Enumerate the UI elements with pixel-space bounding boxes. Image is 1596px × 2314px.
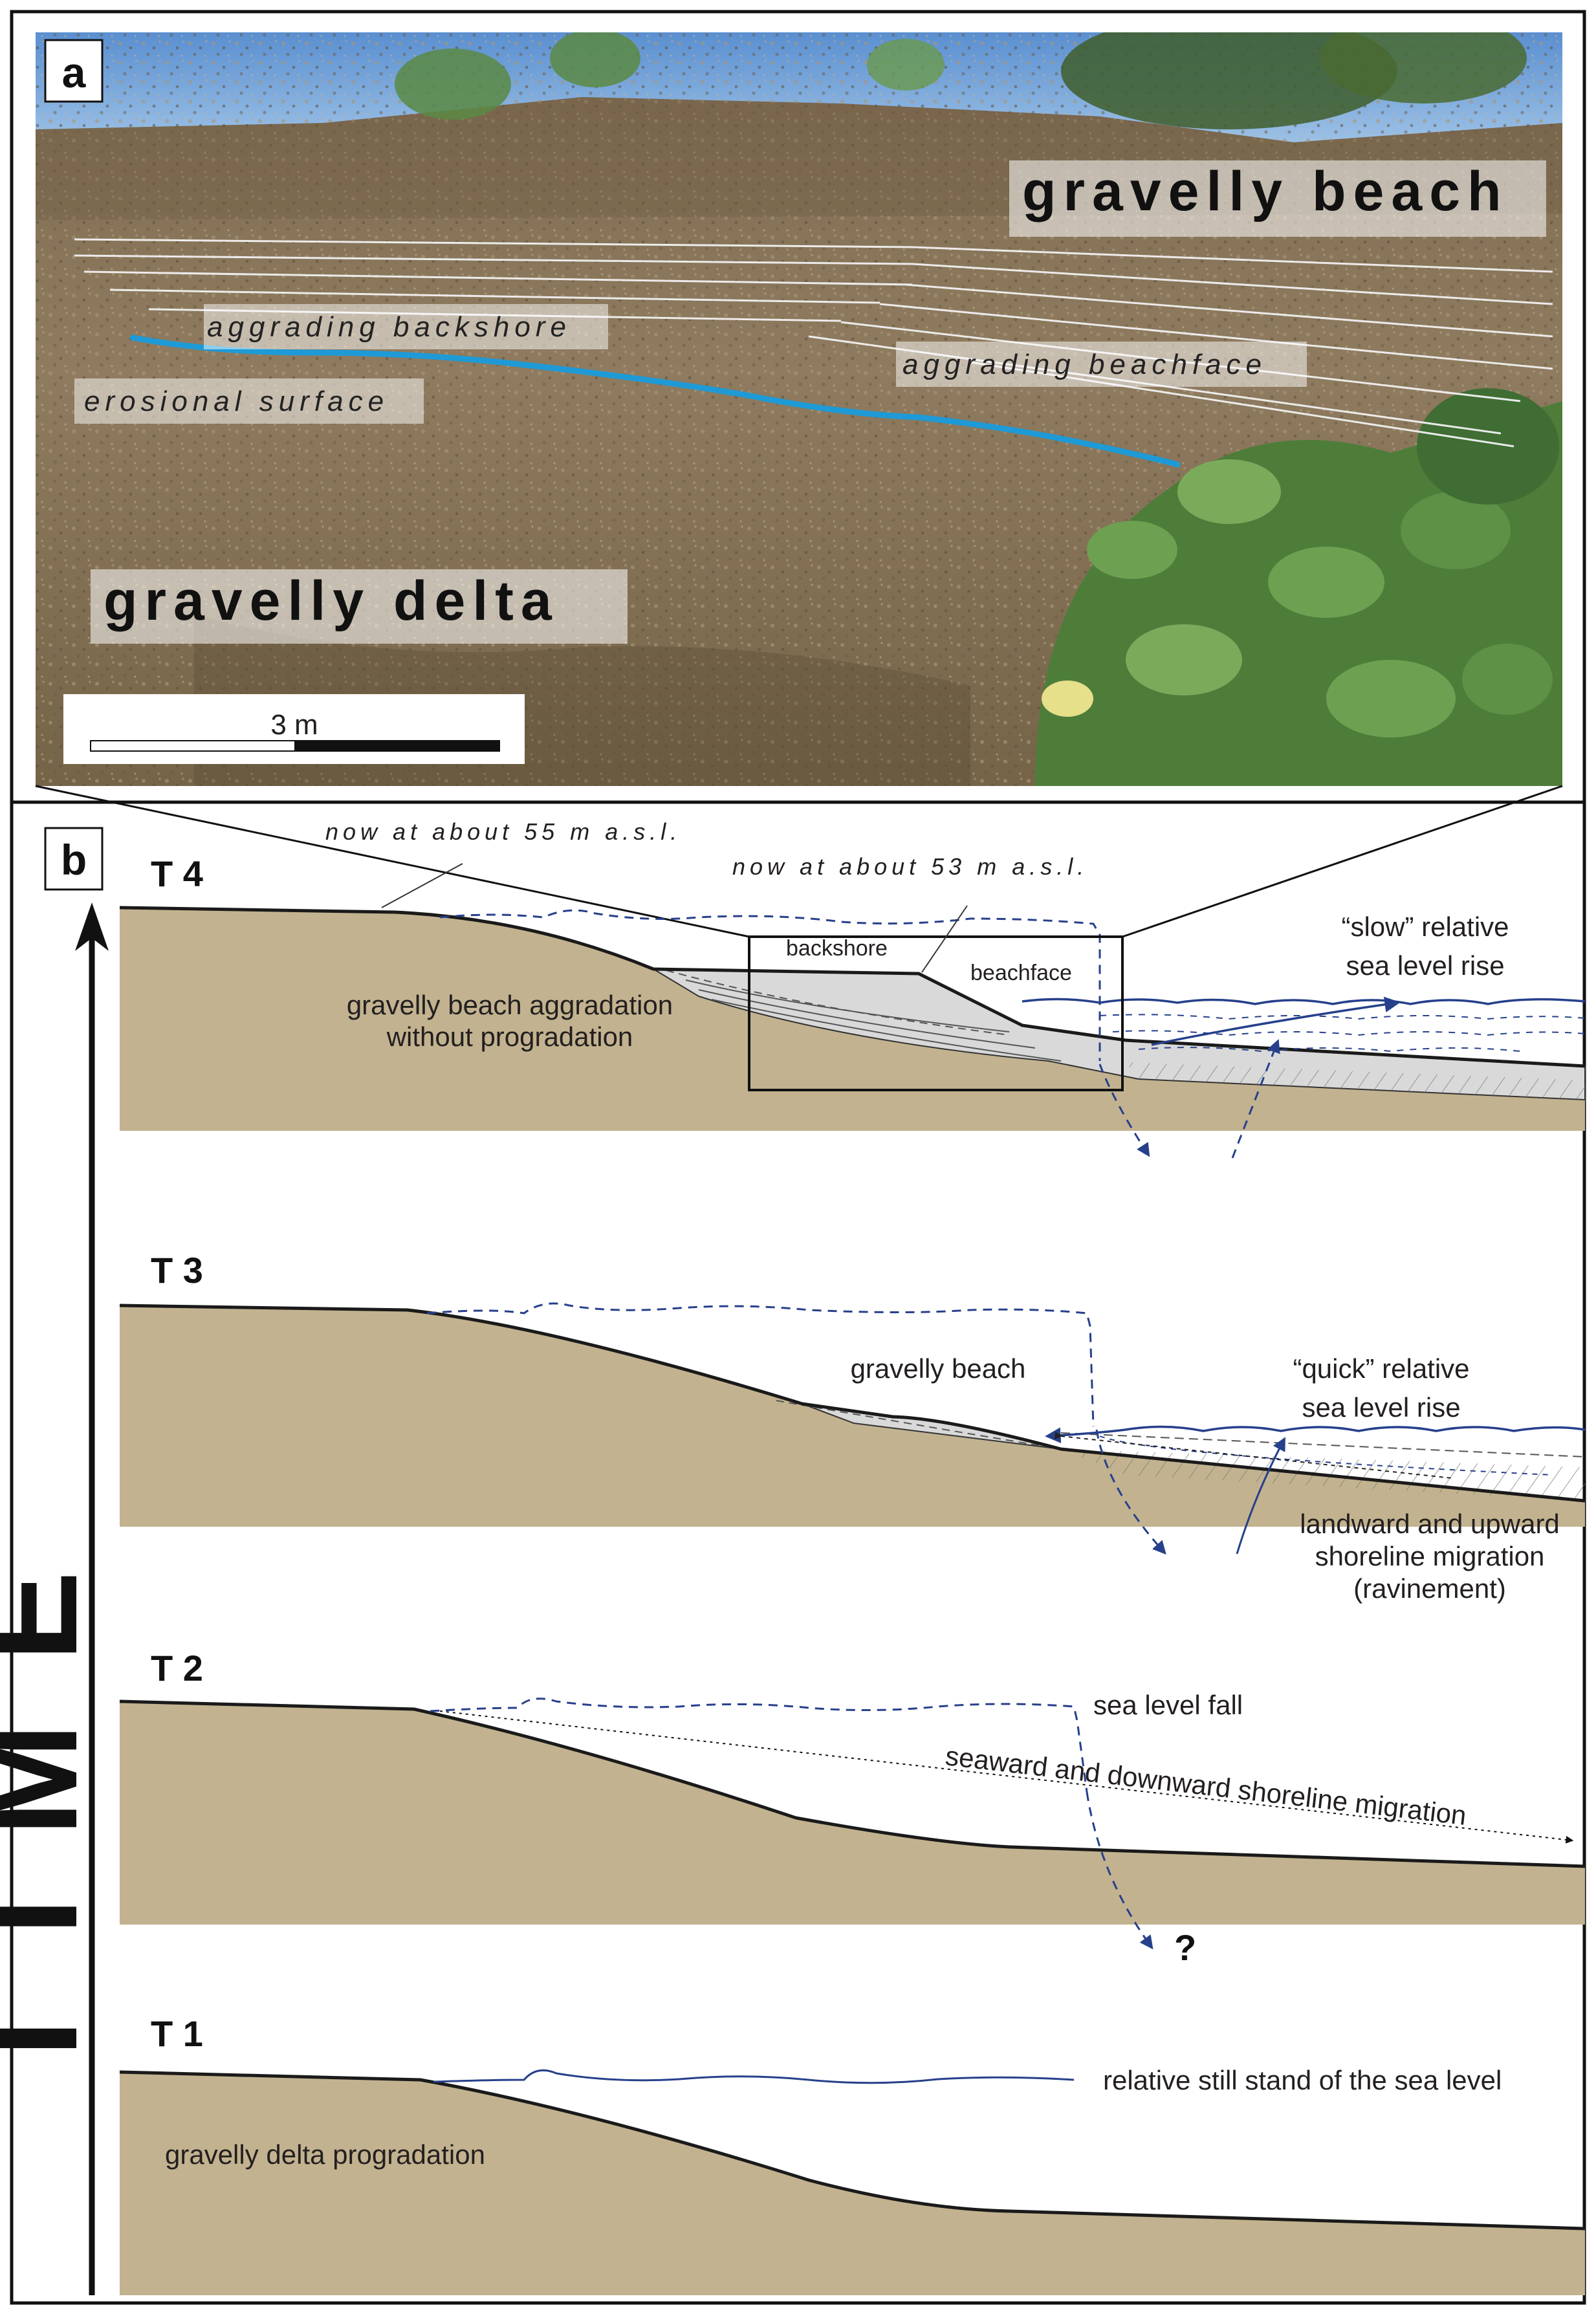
- t4-beachface-label: beachface: [970, 961, 1072, 985]
- stage-t4-label: T 4: [151, 853, 203, 894]
- label-aggrading-beachface: aggrading beachface: [902, 349, 1267, 380]
- time-axis-label: TIME: [0, 1509, 105, 2080]
- t1-caption: gravelly delta progradation: [165, 2139, 485, 2170]
- t3-old-shoreline: [1060, 1432, 1586, 1457]
- scale-bar-white: [90, 740, 296, 752]
- t4-leader-55: [381, 863, 463, 908]
- scale-bar-black: [294, 740, 500, 752]
- t4-hatched-deposit: [1126, 1062, 1585, 1100]
- t1-substrate: [120, 2072, 1585, 2295]
- stage-t1-label: T 1: [151, 2013, 203, 2054]
- t3-profile-outline: [119, 1304, 1586, 1503]
- label-bg-aggrading-beachface: [896, 342, 1307, 387]
- t4-internal-layers: [685, 979, 1062, 1062]
- label-bg-aggrading-backshore: [204, 304, 608, 349]
- t3-migration-line1: landward and upward: [1300, 1509, 1560, 1539]
- t1-still-stand-label: relative still stand of the sea level: [1103, 2065, 1502, 2095]
- scale-bar-label: 3 m: [270, 709, 318, 741]
- t4-sea-text-line1: “slow” relative: [1341, 911, 1509, 942]
- t3-migration-line3: (ravinement): [1353, 1573, 1506, 1604]
- stage-t4: T 4: [119, 818, 1586, 1159]
- t3-ravinement-dash: [1099, 1435, 1553, 1476]
- t2-fall-arrow: [1086, 1791, 1153, 1950]
- label-bg-gravelly-delta: [91, 569, 628, 644]
- panel-a-letter: a: [62, 49, 87, 96]
- t1-sea-level: [433, 2069, 1075, 2084]
- t3-migration-line2: shoreline migration: [1315, 1541, 1545, 1571]
- t2-sea-level-fall-label: sea level fall: [1093, 1690, 1243, 1720]
- t3-sea-text-line1: “quick” relative: [1293, 1353, 1469, 1384]
- t4-rise-arrow: [1231, 1039, 1280, 1159]
- t4-sea-text-line2: sea level rise: [1346, 950, 1504, 981]
- label-gravelly-beach: gravelly beach: [1022, 160, 1509, 223]
- panel-b-letter-box: [44, 827, 104, 891]
- zoom-line-left: [35, 785, 750, 938]
- sea-level-diagram: b TIME T 4: [0, 818, 1586, 2295]
- t3-sea-text-line2: sea level rise: [1302, 1392, 1460, 1423]
- t4-water-dashes: [1099, 1014, 1586, 1053]
- t4-leader-53: [921, 905, 968, 973]
- t4-zoom-box: [748, 935, 1124, 1091]
- label-gravelly-delta: gravelly delta: [104, 570, 559, 632]
- t2-substrate: [120, 1701, 1585, 1925]
- t4-old-sea-level: [439, 909, 1101, 1061]
- outcrop-photo: gravelly beach aggrading backshore aggra…: [36, 32, 1562, 786]
- t2-old-sea-level: [430, 1697, 1088, 1793]
- panel-b-frame: [10, 800, 1586, 2305]
- t3-landward-arrow: [1045, 1427, 1126, 1444]
- t4-annotation-55: now at about 55 m a.s.l.: [325, 818, 681, 845]
- t3-old-sea-level: [426, 1302, 1095, 1427]
- t4-caption-line1: gravelly beach aggradation: [347, 990, 673, 1020]
- zoom-line-right: [1122, 785, 1563, 938]
- t1-profile-outline: [119, 2070, 1586, 2231]
- t2-question-mark: ?: [1174, 1927, 1196, 1968]
- label-erosional-surface: erosional surface: [84, 386, 389, 417]
- stage-t3-label: T 3: [151, 1250, 203, 1291]
- time-axis-arrowhead: [75, 902, 109, 951]
- t3-dotted-migration: [1054, 1432, 1453, 1479]
- stage-t3: T 3 gravelly beach “quick” relative sea …: [119, 1250, 1586, 1604]
- t3-beach-label: gravelly beach: [851, 1353, 1026, 1384]
- t4-dashed-surface: [666, 970, 1010, 1036]
- t4-backshore-label: backshore: [786, 936, 888, 961]
- panel-a-letter-box: [44, 39, 104, 103]
- panel-b-letter: b: [61, 836, 87, 884]
- label-aggrading-backshore: aggrading backshore: [207, 311, 571, 343]
- t3-sea-level: [1125, 1425, 1586, 1432]
- label-bg-gravelly-beach: [1009, 160, 1546, 237]
- stage-t2-label: T 2: [151, 1648, 203, 1688]
- t2-migration-label: seaward and downward shoreline migration: [944, 1740, 1468, 1831]
- t4-landward-arrow: [1151, 996, 1401, 1046]
- t3-fall-arrow: [1095, 1429, 1166, 1555]
- t4-sea-level: [1022, 998, 1586, 1005]
- stage-t2: T 2 sea level fall seaward and downward …: [119, 1648, 1586, 1968]
- stage-t1: T 1 relative still stand of the sea leve…: [119, 2013, 1586, 2295]
- scale-bar-box: [63, 694, 525, 764]
- t3-rise-arrow: [1236, 1437, 1285, 1555]
- t4-profile-outline: [119, 906, 1586, 1068]
- t3-dashed-surface: [776, 1400, 1062, 1450]
- label-bg-erosional-surface: [74, 378, 424, 424]
- t4-caption-line2: without progradation: [386, 1021, 633, 1052]
- t2-dotted-migration-arrow: [439, 1710, 1574, 1844]
- t4-annotation-53: now at about 53 m a.s.l.: [732, 853, 1088, 880]
- erosional-surface-line: [129, 334, 1181, 468]
- t2-profile-outline: [119, 1699, 1586, 1868]
